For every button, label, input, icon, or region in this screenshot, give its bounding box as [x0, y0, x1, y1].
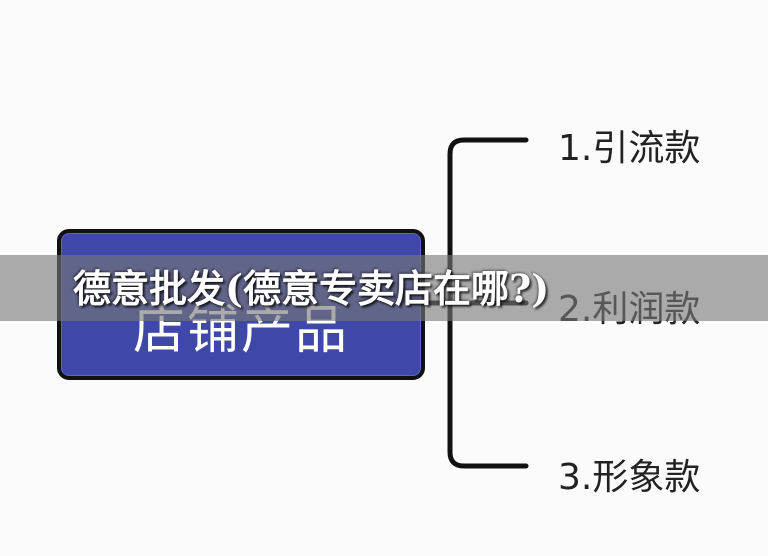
branch-label-3: 3.形象款: [558, 457, 701, 498]
title-overlay-band: [0, 255, 768, 321]
branch-label-1: 1.引流款: [558, 128, 701, 169]
overlay-title: 德意批发(德意专卖店在哪?): [73, 266, 550, 311]
